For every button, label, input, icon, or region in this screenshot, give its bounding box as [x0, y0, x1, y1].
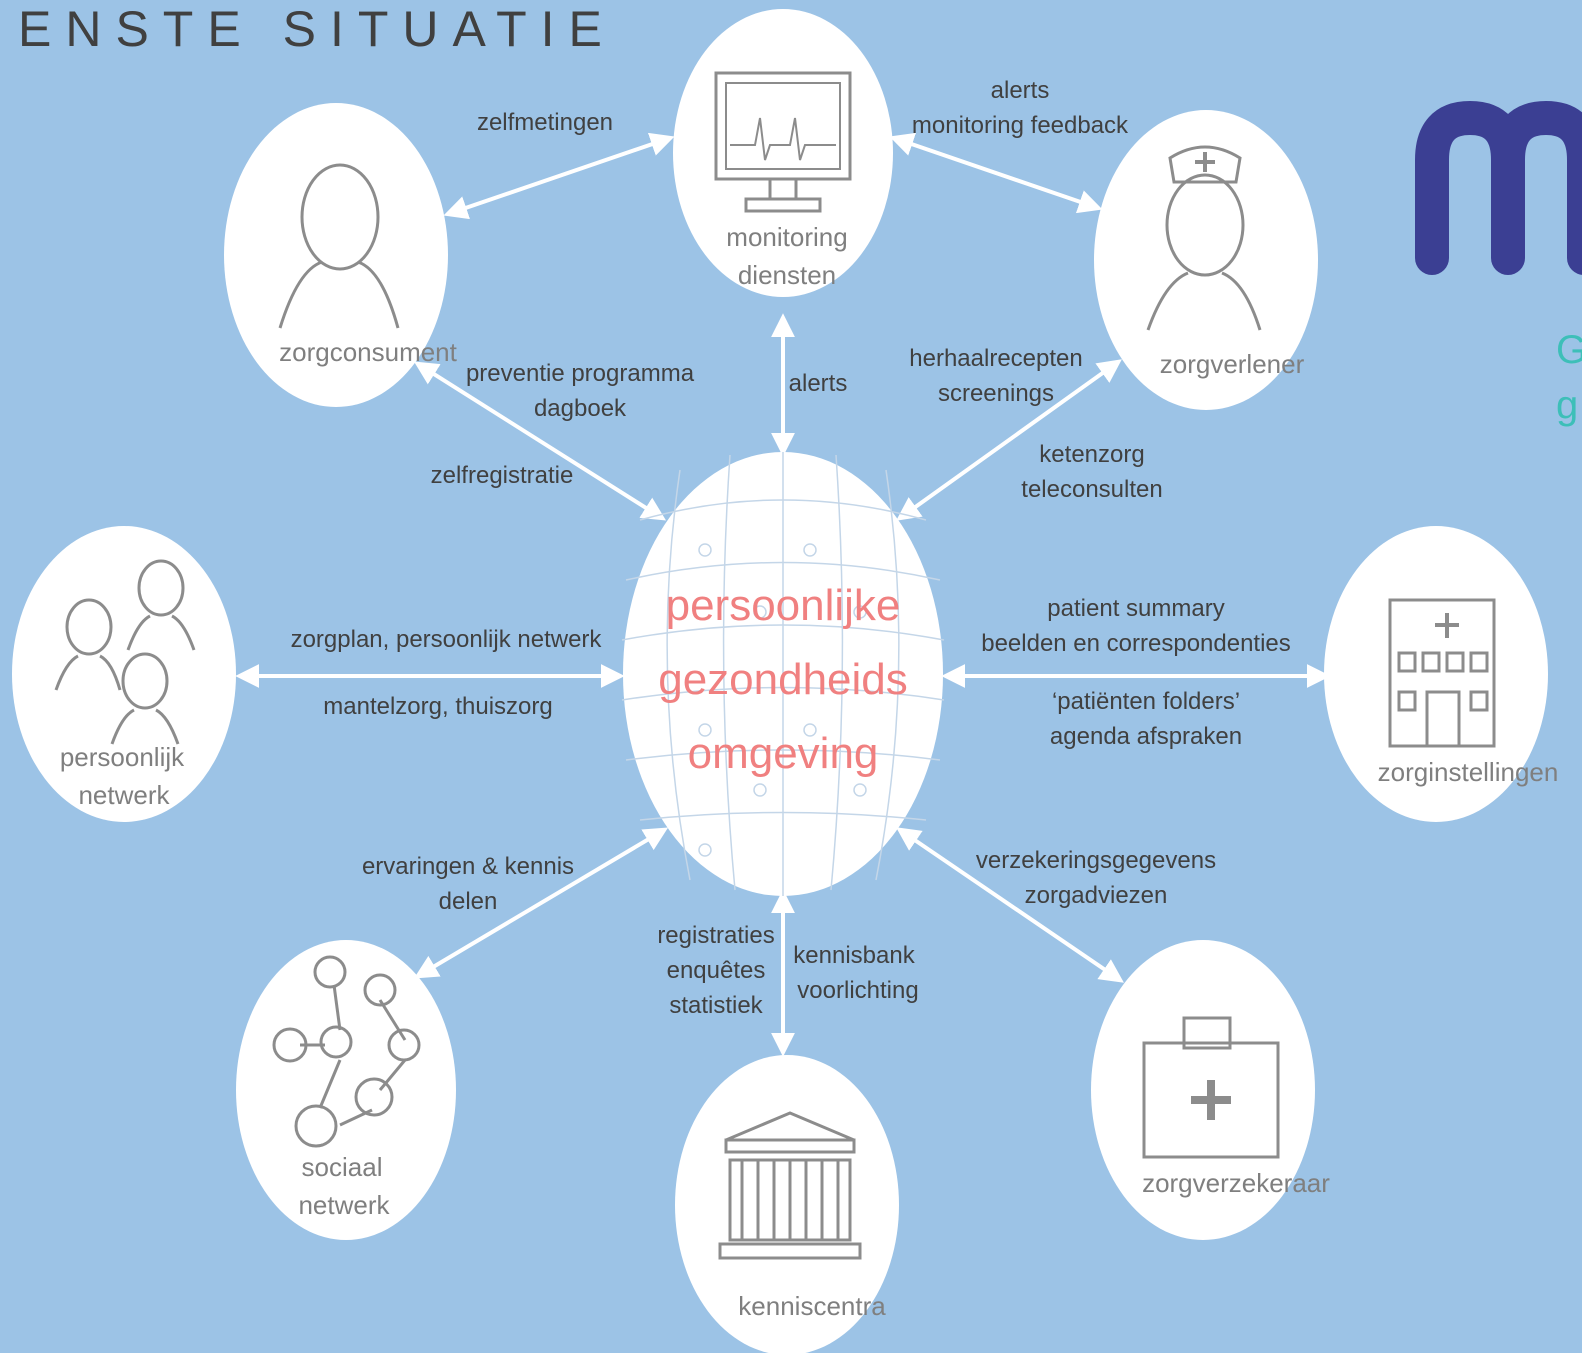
edge-label-screenings: screenings [938, 380, 1054, 407]
edge-label-statistiek: statistiek [669, 992, 763, 1019]
center-label-1: persoonlijke [666, 581, 901, 630]
edge-label-dagboek: dagboek [534, 395, 627, 422]
institution-icon [718, 1111, 862, 1260]
group-icon [54, 559, 196, 745]
node-zorgverlener: zorgverlener [1094, 110, 1318, 410]
node-label-zorgverzekeraar: zorgverzekeraar [1142, 1168, 1330, 1198]
hospital-icon [1388, 598, 1496, 748]
node-label-zorgconsument: zorgconsument [279, 337, 458, 367]
arrow-consument-monitoring [443, 132, 675, 220]
edge-label-zorgadviezen: zorgadviezen [1025, 882, 1168, 909]
edge-label-zelfregistratie: zelfregistratie [431, 462, 574, 489]
social-network-icon [272, 955, 421, 1148]
node-label-sociaal-1: sociaal [302, 1152, 383, 1182]
node-label-kenniscentra: kenniscentra [738, 1291, 886, 1321]
node-label-persoonlijk-1: persoonlijk [60, 742, 185, 772]
edge-label-delen: delen [439, 888, 498, 915]
edge-label-alerts-center: alerts [789, 370, 848, 397]
edge-label-teleconsulten: teleconsulten [1021, 476, 1162, 503]
node-persoonlijk-netwerk: persoonlijk netwerk [12, 526, 236, 822]
edge-label-zelfmetingen: zelfmetingen [477, 109, 613, 136]
edge-label-herhaalrecepten: herhaalrecepten [909, 345, 1082, 372]
edge-label-ervaringen: ervaringen & kennis [362, 853, 574, 880]
person-icon [278, 163, 400, 329]
brand-subtext-2: g [1556, 383, 1578, 427]
node-zorgverzekeraar: zorgverzekeraar [1091, 940, 1330, 1240]
center-label-2: gezondheids [658, 655, 908, 704]
arrow-center-verzekeraar [896, 827, 1124, 983]
edge-label-preventie: preventie programma [466, 360, 695, 387]
node-zorgconsument: zorgconsument [224, 103, 458, 407]
connections [235, 132, 1331, 1057]
edge-label-zorgplan: zorgplan, persoonlijk netwerk [291, 626, 603, 653]
edge-label-kennisbank: kennisbank [793, 942, 915, 969]
edge-label-beelden: beelden en correspondenties [981, 630, 1291, 657]
monitor-icon [714, 71, 852, 213]
node-kenniscentra: kenniscentra [675, 1055, 899, 1353]
node-label-persoonlijk-2: netwerk [78, 780, 170, 810]
edge-label-voorlichting: voorlichting [797, 977, 918, 1004]
edge-labels: zelfmetingen alerts monitoring feedback … [291, 77, 1291, 1019]
node-label-monitoring-2: diensten [738, 260, 836, 290]
edge-label-verzekeringsgegevens: verzekeringsgegevens [976, 847, 1216, 874]
nurse-icon [1146, 145, 1262, 331]
arrow-monitoring-verlener [889, 132, 1103, 214]
edge-label-monitoring-feedback: monitoring feedback [912, 112, 1129, 139]
node-label-sociaal-2: netwerk [298, 1190, 390, 1220]
edge-label-folders: ‘patiënten folders’ [1052, 688, 1240, 715]
node-label-zorgverlener: zorgverlener [1160, 349, 1305, 379]
edge-label-alerts-top: alerts [991, 77, 1050, 104]
node-monitoring-diensten: monitoring diensten [673, 9, 893, 297]
edge-label-registraties: registraties [657, 922, 774, 949]
arrow-verlener-center [896, 359, 1122, 521]
brand-logo: G g [1415, 100, 1582, 427]
node-zorginstellingen: zorginstellingen [1324, 526, 1558, 822]
page-title: ENSTE SITUATIE [18, 1, 616, 57]
node-label-monitoring-1: monitoring [726, 222, 847, 252]
center-node: persoonlijke gezondheids omgeving [621, 452, 945, 896]
center-label-3: omgeving [688, 729, 879, 778]
puzzle-pattern [621, 452, 945, 896]
edge-label-agenda: agenda afspraken [1050, 723, 1242, 750]
medical-kit-icon [1142, 1016, 1280, 1159]
edge-label-ketenzorg: ketenzorg [1039, 441, 1144, 468]
brand-subtext-1: G [1556, 328, 1582, 372]
arrow-consument-center [413, 361, 667, 521]
edge-label-enquetes: enquêtes [667, 957, 766, 984]
brand-logo-mark [1415, 100, 1582, 275]
edge-label-patient-summary: patient summary [1047, 595, 1224, 622]
arrow-sociaal-center [413, 827, 669, 979]
node-sociaal-netwerk: sociaal netwerk [236, 940, 456, 1240]
edge-label-mantelzorg: mantelzorg, thuiszorg [323, 693, 552, 720]
node-label-zorginstellingen: zorginstellingen [1378, 757, 1559, 787]
